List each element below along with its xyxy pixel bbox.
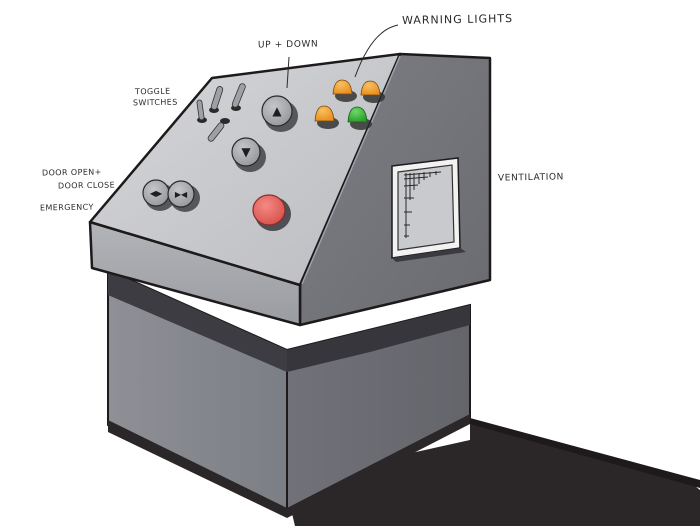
door-open-icon: ◀▶ [150, 189, 163, 198]
label-toggle-line2: Switches [132, 97, 178, 108]
warning-light-orange [360, 80, 385, 103]
label-up-down: Up + Down [257, 39, 319, 51]
floor-shadow [290, 420, 700, 526]
toggle-switch[interactable] [209, 86, 224, 113]
edge-highlight [301, 55, 401, 285]
arrow-up-icon: ▲ [272, 104, 282, 118]
label-ventilation: Ventilation [497, 172, 565, 184]
toggle-switch[interactable] [207, 118, 230, 143]
toggle-switch[interactable] [231, 83, 246, 111]
door-close-button[interactable]: ▶◀ [167, 180, 200, 212]
door-close-icon: ▶◀ [175, 190, 188, 199]
label-door-line2: Door close [57, 180, 116, 191]
toggle-switch[interactable] [196, 99, 207, 123]
leader-up-down [286, 56, 290, 89]
down-button[interactable]: ▼ [231, 137, 266, 172]
warning-light-orange [332, 79, 357, 102]
floor-shadow-edge [470, 418, 700, 488]
emergency-button[interactable] [252, 194, 291, 231]
shadow-band-side [287, 305, 470, 372]
label-emergency: Emergency [39, 202, 94, 213]
up-button[interactable]: ▲ [261, 95, 298, 132]
label-warning-lights: Warning Lights [401, 12, 514, 27]
leader-warning-lights [354, 24, 399, 78]
warning-lights [314, 79, 385, 130]
toggle-switches[interactable] [196, 83, 247, 143]
label-door-line1: Door open+ [41, 167, 102, 178]
label-toggle-line1: Toggle [134, 86, 171, 97]
warning-light-green [347, 106, 372, 130]
arrow-down-icon: ▼ [241, 145, 251, 159]
ventilation-grille [391, 157, 466, 262]
warning-light-orange [314, 105, 339, 129]
shadow-band-front [108, 270, 287, 372]
door-open-button[interactable]: ◀▶ [142, 179, 175, 211]
base-strip [108, 420, 287, 518]
base-strip-side [287, 414, 470, 518]
